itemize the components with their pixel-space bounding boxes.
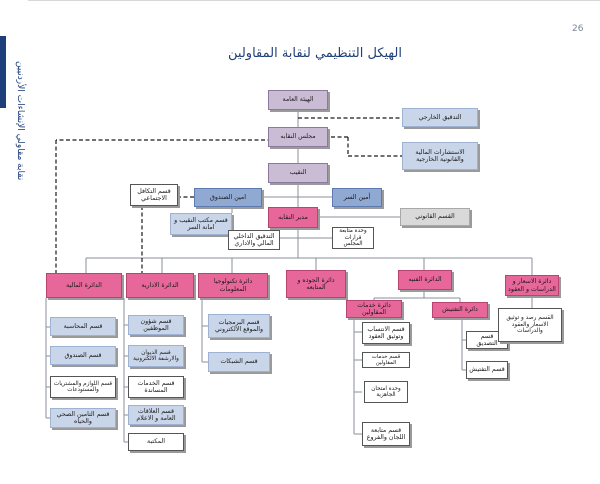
president-box: النقيب bbox=[268, 163, 328, 183]
membership-contracts-box: قسم الانتساب وتوثيق العقود bbox=[362, 322, 410, 344]
syndicate-council-box: مجلس النقابه bbox=[268, 127, 328, 147]
contractor-services-section-box: قسم خدمات المقاولين bbox=[362, 352, 410, 368]
certification-box: قسم التصديق bbox=[466, 331, 508, 349]
library-box: المكتبة bbox=[128, 433, 184, 451]
treasurer-box: امين الصندوق bbox=[194, 188, 262, 207]
software-website-box: قسم البرمجيات والموقع الالكتروني bbox=[208, 314, 270, 338]
supplies-warehouses-box: قسم اللوازم والمشتريات والمستودعات bbox=[50, 376, 116, 398]
health-life-insurance-box: قسم التامين الصحي والحياه bbox=[50, 408, 116, 428]
social-solidarity-fund-box: قسم التكافل الاجتماعي bbox=[130, 184, 178, 206]
side-title: نقابة مقاولي الإنشاءات الأردنيين bbox=[15, 60, 25, 180]
inspection-dept-box: دائرة التفتيش bbox=[432, 302, 488, 318]
external-audit-box: التدقيق الخارجي bbox=[402, 108, 478, 127]
inspection-section-box: قسم التفتيش bbox=[466, 361, 508, 379]
accounting-box: قسم المحاسبة bbox=[50, 317, 116, 336]
pr-media-box: قسم العلاقات العامة و الاعلام bbox=[128, 405, 184, 425]
top-rule bbox=[28, 0, 600, 1]
director-box: مدير النقابه bbox=[268, 207, 318, 228]
financial-dept-box: الدائرة المالية bbox=[46, 273, 122, 298]
side-accent-bar bbox=[0, 36, 6, 108]
contractor-services-dept-box: دائرة خدمات المقاولين bbox=[346, 300, 402, 318]
legal-financial-consulting-box: الاستشارات المالية والقانونية الخارجية bbox=[402, 142, 478, 170]
hr-section-box: قسم شؤون الموظفين bbox=[128, 315, 184, 335]
president-office-box: قسم مكتب النقيب و امانة السر bbox=[170, 213, 232, 235]
page-number: 26 bbox=[572, 24, 584, 34]
secretary-box: أمين السر bbox=[332, 188, 382, 207]
general-assembly-box: الهيئة العامة bbox=[268, 90, 328, 110]
it-dept-box: دائرة تكنولوجيا المعلومات bbox=[198, 273, 268, 298]
internal-audit-box: التدقيق الداخلي المالي والاداري bbox=[228, 230, 280, 250]
fund-section-box: قسم الصندوق bbox=[50, 346, 116, 365]
admin-dept-box: الدائرة الادارية bbox=[126, 273, 194, 298]
council-decisions-followup-box: وحدة متابعة قرارات المجلس bbox=[332, 227, 374, 249]
diwan-archive-box: قسم الديوان والارشفة الالكترونية bbox=[128, 345, 184, 367]
quality-dept-box: دائرة الجوده و المتابعه bbox=[286, 270, 346, 298]
committees-branches-box: قسم متابعة اللجان والفروع bbox=[362, 422, 410, 446]
exams-unit-box: وحدة امتحان الجاهزية bbox=[364, 381, 408, 403]
technical-dept-box: الدائرة الفنيه bbox=[398, 270, 452, 290]
support-services-box: قسم الخدمات المساندة bbox=[128, 376, 184, 398]
legal-section-box: القسم القانوني bbox=[400, 208, 470, 226]
page-title: الهيكل التنظيمي لنقابة المقاولين bbox=[228, 46, 402, 61]
pricing-studies-dept-box: دائرة الاسعار و الدراسات و العقود bbox=[505, 275, 559, 296]
pricing-monitoring-box: القسم رصد و توثيق الاسعار والعقود والدرا… bbox=[498, 308, 562, 342]
networks-box: قسم الشبكات bbox=[208, 352, 270, 372]
